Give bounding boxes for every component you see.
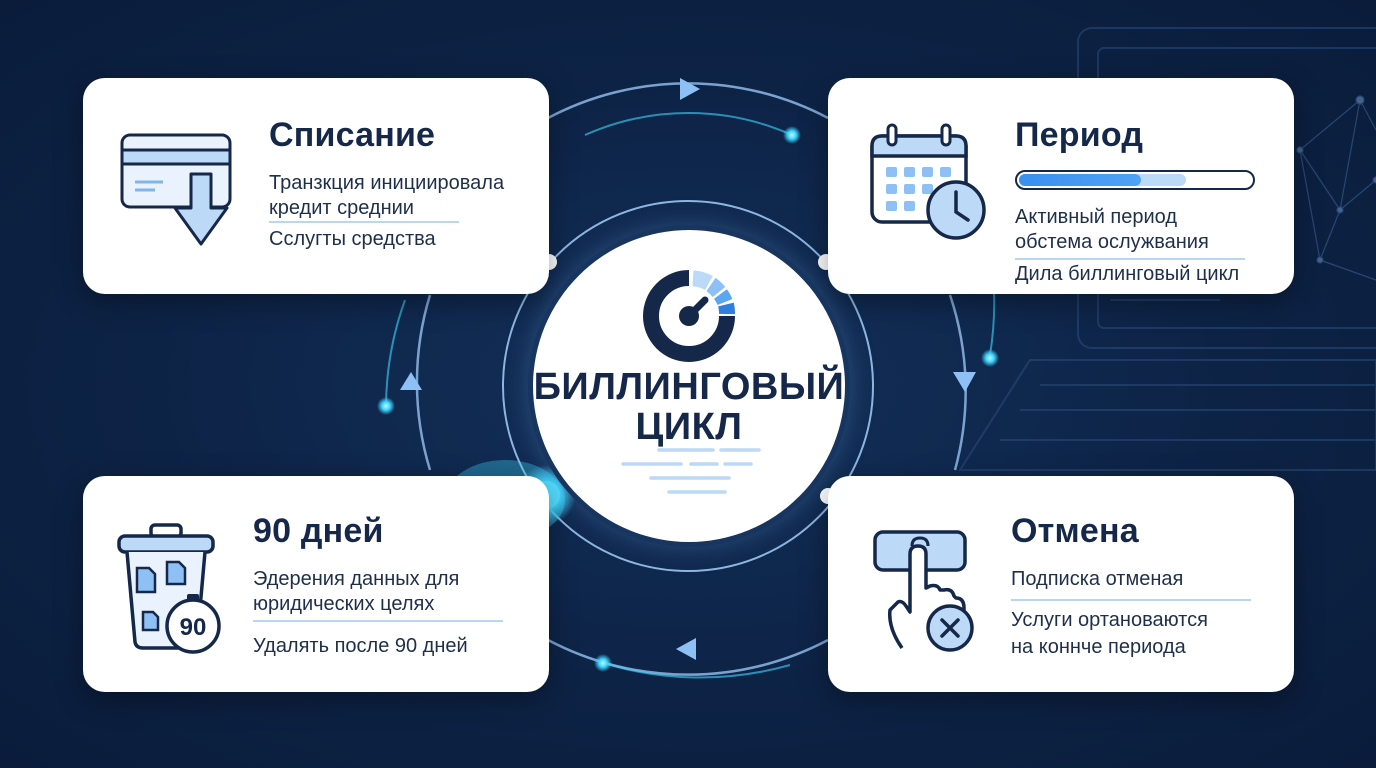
billing-cycle-hub: БИЛЛИНГОВЫЙ ЦИКЛ (533, 230, 845, 542)
period-divider (1015, 258, 1245, 260)
charge-line-2: кредит среднии (269, 197, 414, 219)
cancel-line-2: Услуги ортановаются (1011, 609, 1208, 631)
hub-title-line-1: БИЛЛИНГОВЫЙ (533, 366, 845, 408)
period-progress-bar (1015, 170, 1255, 190)
period-line-1: Активный период (1015, 206, 1178, 228)
cancel-title: Отмена (1011, 512, 1139, 550)
charge-title: Списание (269, 116, 436, 154)
period-line-2: обстема ослужвания (1015, 231, 1209, 253)
retention-line-2: юридических целях (253, 593, 435, 615)
hub-decor-lines (621, 448, 761, 494)
network-decoration-icon (1296, 95, 1376, 281)
hand-cancel-icon (873, 530, 974, 652)
cycle-orbit-inner (502, 200, 874, 572)
retention-line-3: Удалять после 90 дней (253, 635, 468, 657)
retention-card: 90 90 дней Эдерения данных для юридическ… (83, 476, 549, 692)
cycle-arrow-icons (400, 78, 976, 660)
timer-label: 90 (180, 614, 207, 641)
gauge-logo-icon (643, 270, 735, 362)
hub-title-line-2: ЦИКЛ (635, 406, 743, 448)
charge-divider (269, 221, 459, 223)
retention-title: 90 дней (253, 512, 384, 550)
cancel-line-3: на коннче периода (1011, 636, 1186, 658)
retention-divider (253, 620, 503, 622)
charge-line-1: Транзкция инициировала (269, 172, 505, 194)
cancel-card: Отмена Подписка отменая Услуги ортановаю… (828, 476, 1294, 692)
calendar-clock-icon (870, 123, 986, 240)
trash-timer-icon: 90 (117, 523, 221, 654)
period-progress-fill (1019, 174, 1141, 186)
cancel-divider (1011, 599, 1251, 601)
period-title: Период (1015, 116, 1144, 154)
cancel-line-1: Подписка отменая (1011, 568, 1184, 590)
charge-line-3: Сслугты средства (269, 228, 436, 250)
period-line-3: Дила биллинговый цикл (1015, 263, 1240, 285)
charge-card: Списание Транзкция инициировала кредит с… (83, 78, 549, 294)
period-card: Период Активный период обстема ослужвани… (828, 78, 1294, 294)
retention-line-1: Эдерения данных для (253, 568, 460, 590)
card-download-icon (120, 133, 232, 246)
